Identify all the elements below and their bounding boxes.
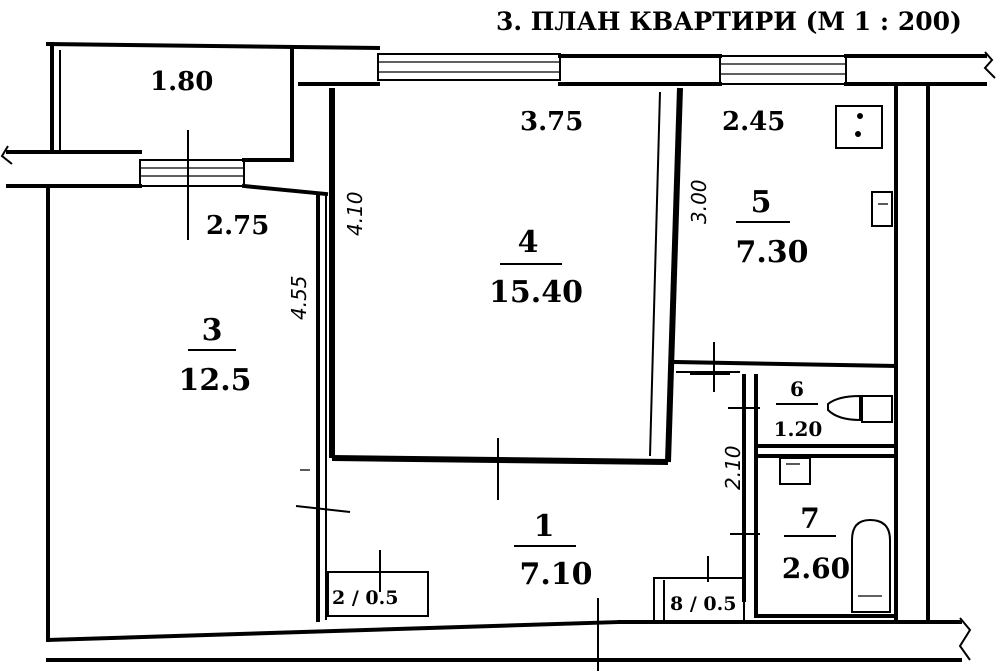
room6-number: 6: [790, 377, 804, 401]
dim-room5-height: 3.00: [687, 179, 711, 224]
room5-area: 7.30: [735, 235, 808, 270]
room5-number: 5: [751, 185, 772, 220]
dim-room4-height: 4.10: [343, 191, 367, 236]
room4-number: 4: [518, 225, 539, 260]
room7-number: 7: [800, 502, 819, 535]
closet-8: [653, 577, 745, 623]
dim-balcony-width: 1.80: [150, 67, 213, 97]
plumbing-fixtures: [779, 105, 893, 613]
room3-number: 3: [202, 313, 223, 348]
exterior-walls: [0, 41, 996, 662]
dim-room4-width: 3.75: [520, 107, 583, 137]
plan-title: 3. ПЛАН КВАРТИРИ (М 1 : 200): [496, 7, 962, 36]
room4-area: 15.40: [489, 275, 583, 310]
interior-walls: [295, 87, 899, 671]
kitchen-sink-icon: [871, 191, 893, 227]
balcony-door: [139, 159, 245, 187]
closet8-label: 8 / 0.5: [670, 593, 736, 615]
room7-area: 2.60: [782, 552, 850, 585]
window-room5: [719, 55, 847, 85]
window-room4: [377, 53, 561, 81]
room1-area: 7.10: [519, 557, 592, 592]
closet2-label: 2 / 0.5: [332, 587, 398, 609]
stove-icon: [835, 105, 883, 149]
closet-2: [327, 571, 429, 617]
dim-room3-width: 2.75: [206, 211, 269, 241]
bathtub-icon: [851, 518, 891, 613]
dimension-labels: 1.80 3.75 2.45 2.75 4.10 4.55 3.00 2.10: [150, 67, 785, 490]
dim-room5-width: 2.45: [722, 107, 785, 137]
room6-area: 1.20: [774, 417, 823, 441]
toilet-icon: [827, 394, 861, 422]
washbasin-icon: [779, 457, 811, 485]
room-labels: 3 12.5 4 15.40 5 7.30 6 1.20 7 2.60 1 7.…: [178, 185, 850, 615]
dim-room3-height: 4.55: [287, 275, 311, 320]
room3-area: 12.5: [178, 363, 251, 398]
dim-hall-height: 2.10: [721, 445, 745, 490]
room1-number: 1: [534, 509, 555, 544]
